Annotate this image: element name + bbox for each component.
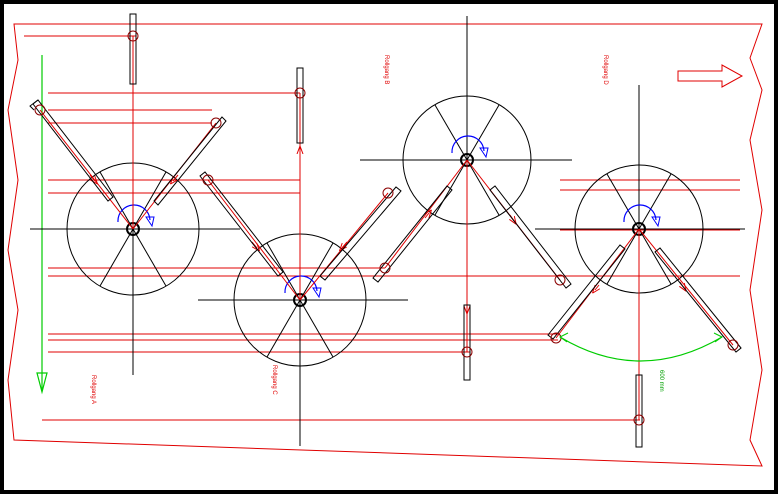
label-roller-a: Rollgang A xyxy=(90,375,96,404)
guide-bars-4 xyxy=(547,244,742,448)
pulley-2 xyxy=(198,233,408,446)
label-roller-d: Rollgang D xyxy=(602,55,608,85)
belt-arms-2 xyxy=(207,93,389,301)
arrow-right-icon xyxy=(677,64,744,88)
label-roller-c: Rollgang C xyxy=(271,365,277,395)
belt-lines xyxy=(24,35,740,421)
belt-arms-3 xyxy=(384,159,561,352)
drawing-border xyxy=(7,23,763,467)
drawing-canvas: Rollgang A Rollgang B Rollgang C Rollgan… xyxy=(4,4,774,490)
belt-arms-1 xyxy=(39,36,217,230)
guide-bars-1 xyxy=(29,13,227,206)
label-roller-b: Rollgang B xyxy=(383,55,389,84)
guide-bars-3 xyxy=(372,185,572,381)
guide-bars-2 xyxy=(199,67,402,281)
belt-arms-4 xyxy=(555,228,734,420)
pulley-1 xyxy=(30,150,240,375)
label-dimension: 600 mm xyxy=(658,370,664,392)
pulley-3 xyxy=(360,16,572,300)
pulley-4 xyxy=(535,85,745,420)
dimension-arc xyxy=(559,332,723,362)
feed-direction-arrow xyxy=(36,55,48,395)
conveyor-schematic: Rollgang A Rollgang B Rollgang C Rollgan… xyxy=(7,13,763,467)
